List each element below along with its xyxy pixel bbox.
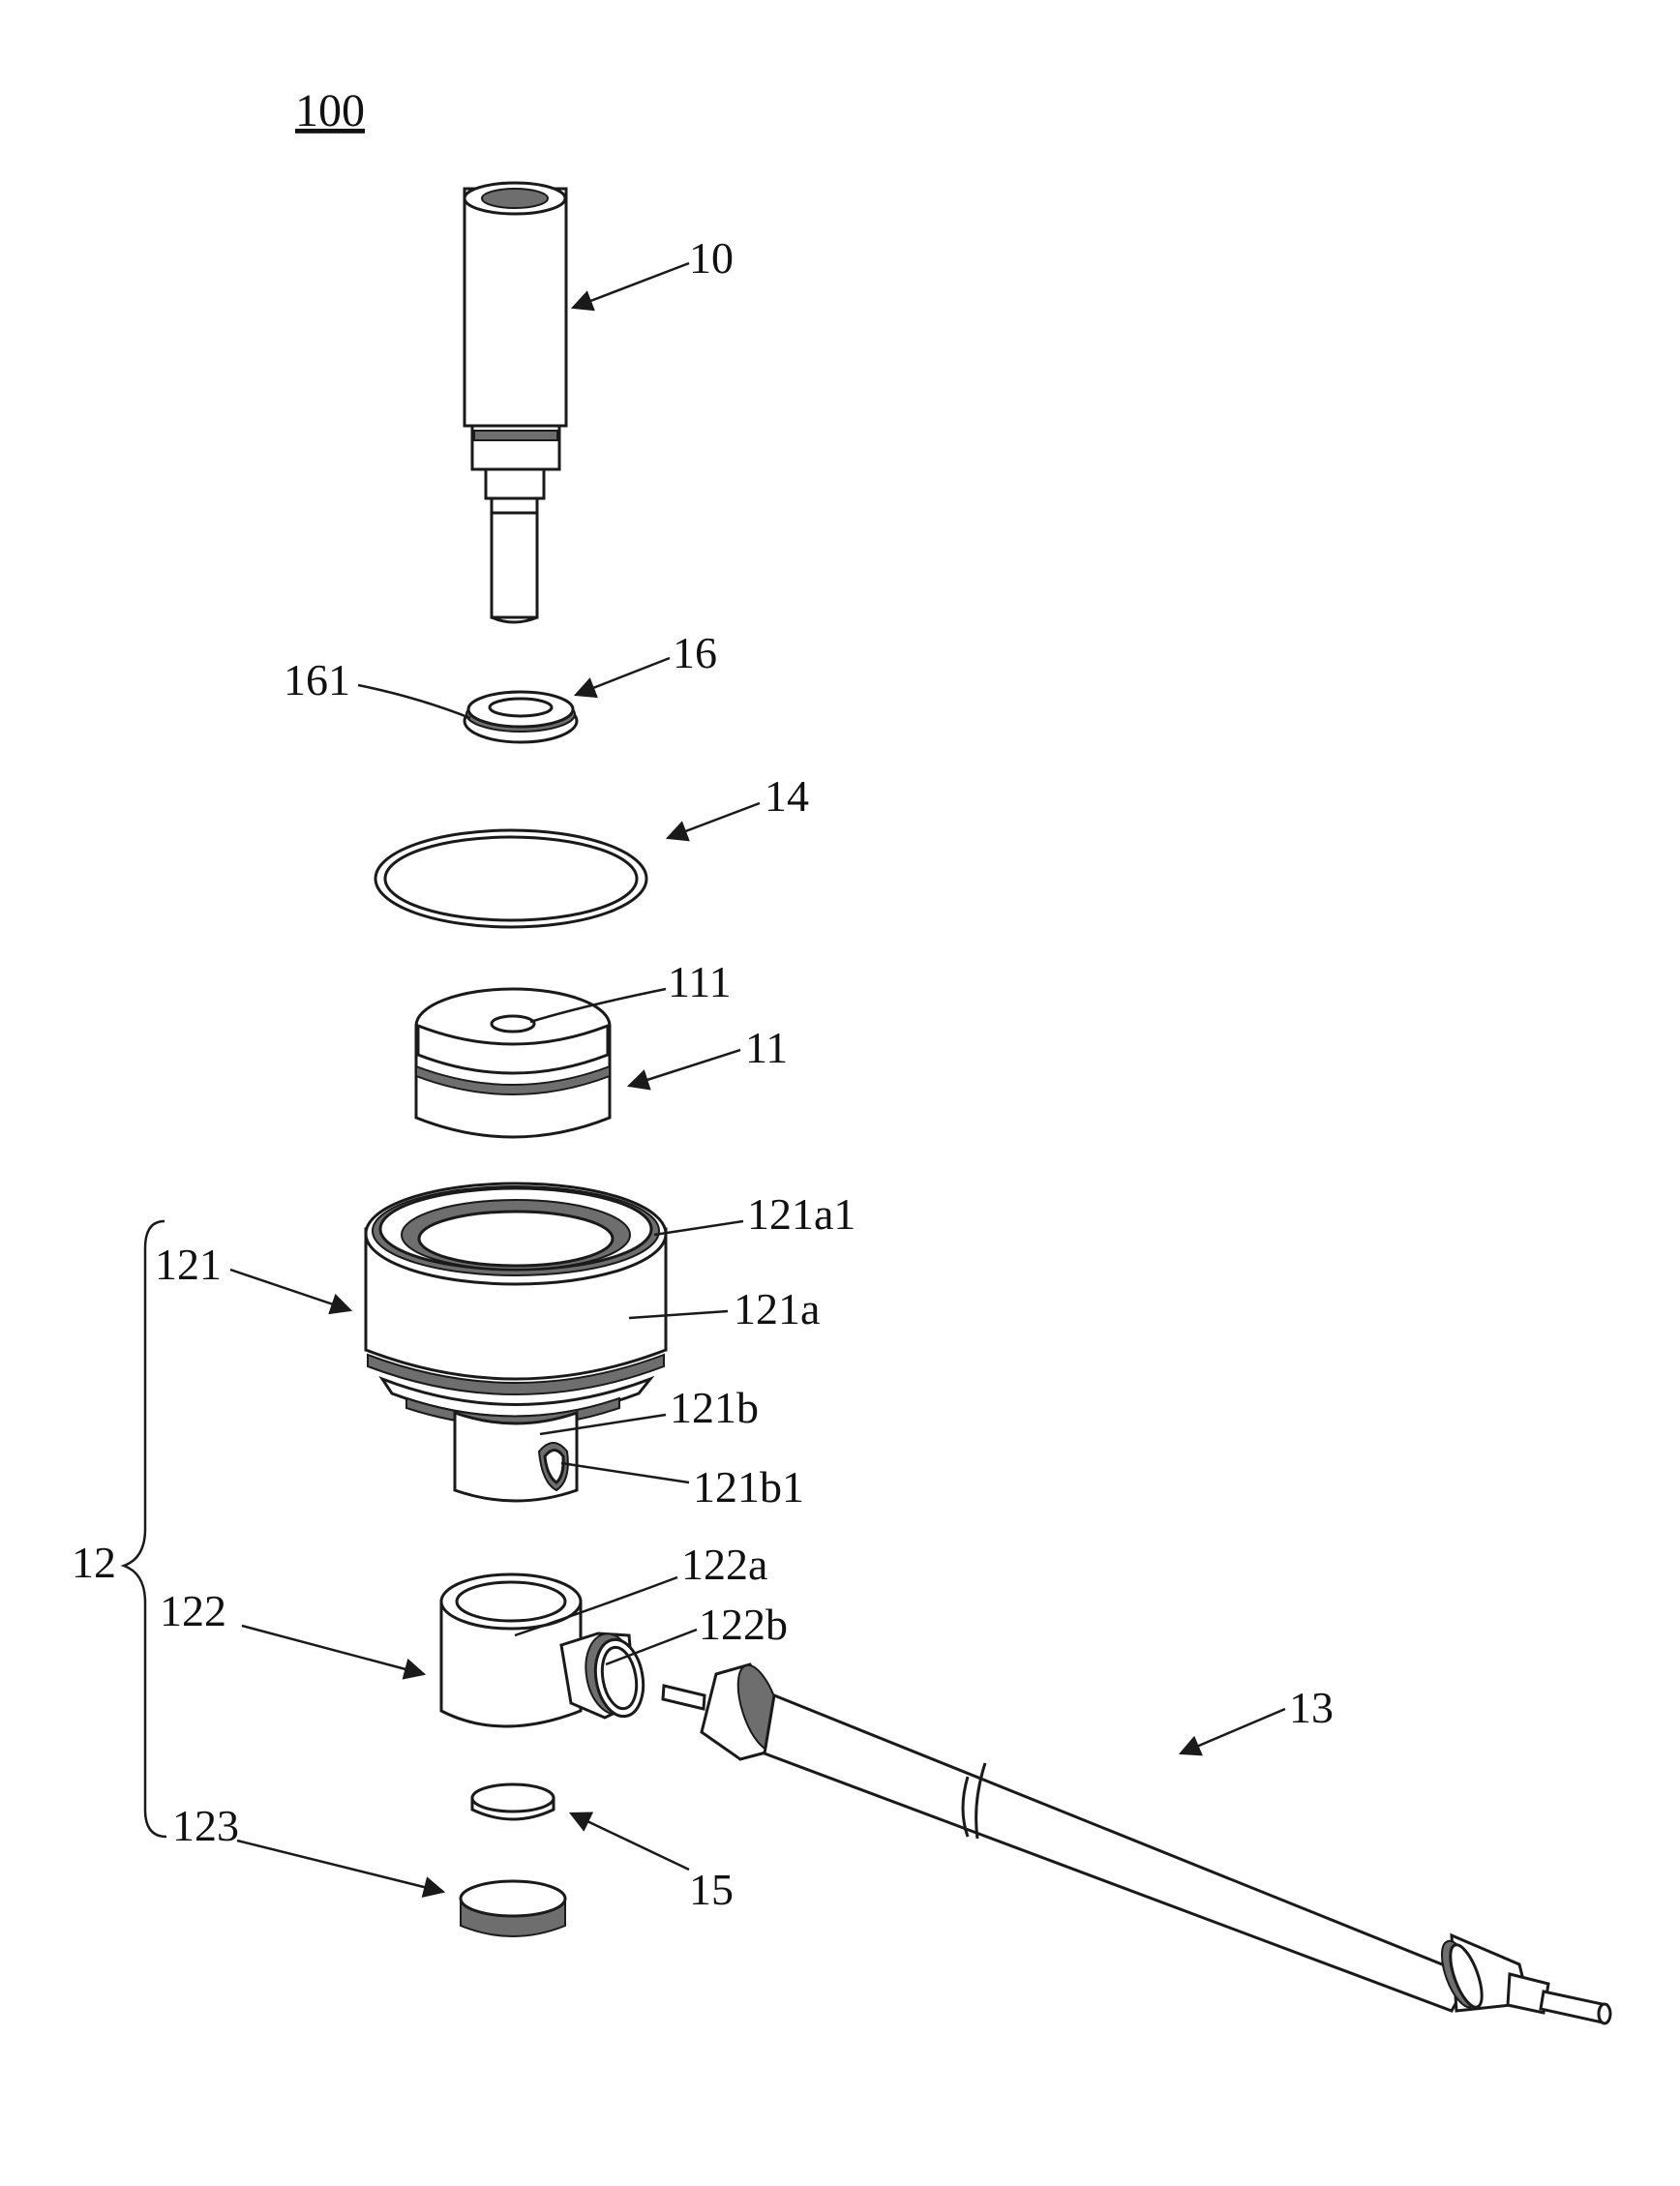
label-122a: 122a xyxy=(681,1540,767,1589)
part-16-seal xyxy=(465,692,577,742)
label-11: 11 xyxy=(745,1023,788,1072)
part-14-o-ring xyxy=(375,830,646,927)
label-10: 10 xyxy=(689,233,734,283)
leader-121 xyxy=(230,1270,350,1310)
leader-14 xyxy=(668,803,760,838)
label-12: 12 xyxy=(72,1538,116,1587)
leader-13 xyxy=(1181,1709,1285,1753)
leader-123 xyxy=(237,1841,443,1892)
assembly-number-label: 100 xyxy=(295,85,365,136)
leader-16 xyxy=(576,658,670,695)
label-121a: 121a xyxy=(734,1284,820,1333)
label-123: 123 xyxy=(172,1801,239,1850)
leader-121a1 xyxy=(654,1221,743,1235)
leader-121b1 xyxy=(561,1463,689,1482)
part-121-upper-body xyxy=(366,1183,666,1501)
label-15: 15 xyxy=(689,1865,734,1914)
label-121: 121 xyxy=(155,1240,222,1289)
label-14: 14 xyxy=(765,771,809,821)
part-11-piston xyxy=(416,989,610,1137)
leader-11 xyxy=(629,1050,740,1086)
label-13: 13 xyxy=(1289,1683,1334,1732)
part-10-plunger xyxy=(465,183,566,622)
label-16: 16 xyxy=(673,628,717,677)
label-111: 111 xyxy=(668,957,732,1006)
brace-12 xyxy=(124,1221,166,1837)
part-122-elbow-fitting xyxy=(441,1574,649,1726)
label-122b: 122b xyxy=(699,1600,788,1649)
label-121b1: 121b1 xyxy=(693,1462,804,1512)
leader-161 xyxy=(358,685,470,718)
leader-15 xyxy=(571,1813,689,1870)
leader-122 xyxy=(242,1626,424,1674)
part-13-rod xyxy=(663,1661,1610,2023)
label-161: 161 xyxy=(284,655,350,704)
label-122: 122 xyxy=(160,1586,226,1635)
part-15-disc xyxy=(472,1784,554,1819)
label-121a1: 121a1 xyxy=(747,1189,855,1239)
leader-10 xyxy=(573,263,689,308)
label-121b: 121b xyxy=(670,1383,759,1432)
part-123-cap xyxy=(461,1881,565,1936)
